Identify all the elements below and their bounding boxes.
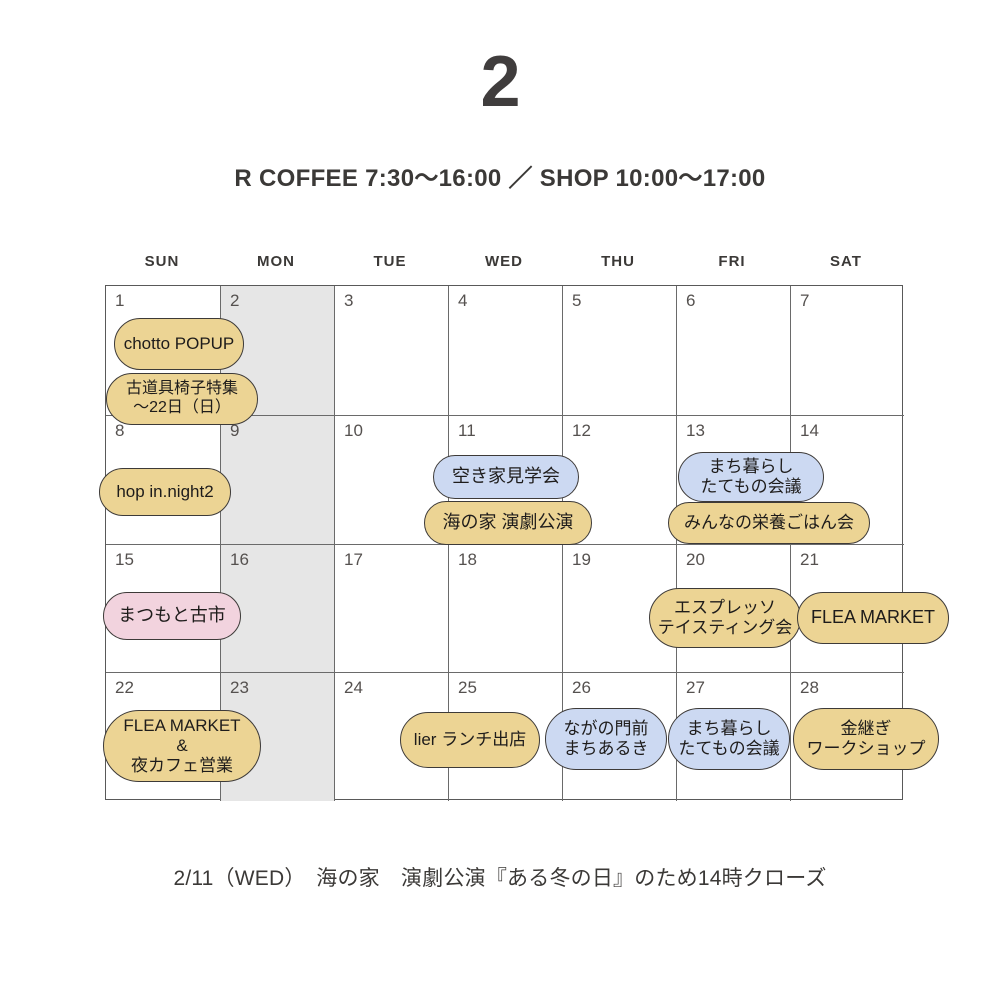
event-pill[interactable]: みんなの栄養ごはん会 <box>668 502 870 544</box>
event-pill[interactable]: エスプレッソ テイスティング会 <box>649 588 801 648</box>
weekday-label-wed: WED <box>485 253 523 270</box>
day-number: 25 <box>458 678 477 698</box>
day-number: 18 <box>458 549 477 569</box>
day-number: 17 <box>344 549 363 569</box>
day-cell[interactable]: 5 <box>562 286 676 415</box>
weekday-header-row: SUN MON TUE WED THU FRI SAT <box>105 253 903 270</box>
day-cell[interactable]: 17 <box>334 544 448 673</box>
day-cell[interactable]: 18 <box>448 544 562 673</box>
day-cell[interactable]: 4 <box>448 286 562 415</box>
event-pill[interactable]: まち暮らし たてもの会議 <box>668 708 790 770</box>
day-number: 10 <box>344 420 363 440</box>
day-number: 20 <box>686 549 705 569</box>
day-number: 26 <box>572 678 591 698</box>
day-cell[interactable]: 22 <box>106 673 220 801</box>
event-pill[interactable]: 海の家 演劇公演 <box>424 501 592 545</box>
day-cell[interactable]: 7 <box>790 286 904 415</box>
weekday-label-thu: THU <box>601 253 635 270</box>
weekday-label-mon: MON <box>257 253 295 270</box>
weekday-label-fri: FRI <box>718 253 746 270</box>
weekday-label-tue: TUE <box>373 253 407 270</box>
day-number: 15 <box>115 549 134 569</box>
day-number: 8 <box>115 420 125 440</box>
day-number: 22 <box>115 678 134 698</box>
day-number: 3 <box>344 291 354 310</box>
weekday-label-sun: SUN <box>144 253 180 270</box>
day-cell[interactable]: 6 <box>676 286 790 415</box>
day-cell[interactable]: 15 <box>106 545 220 673</box>
day-number: 5 <box>572 291 582 310</box>
day-cell[interactable]: 8 <box>106 416 220 544</box>
day-cell[interactable]: 28 <box>790 673 904 801</box>
day-number: 23 <box>230 678 249 698</box>
day-number: 12 <box>572 420 591 440</box>
day-number: 21 <box>800 549 819 569</box>
day-number: 16 <box>230 549 249 569</box>
day-number: 7 <box>800 291 810 310</box>
day-cell[interactable]: 9 <box>220 415 334 544</box>
day-number: 28 <box>800 678 819 698</box>
day-number: 2 <box>230 291 240 310</box>
event-pill[interactable]: まつもと古市 <box>103 592 241 640</box>
footer-note: 2/11（WED） 海の家 演劇公演『ある冬の日』のため14時クローズ <box>173 867 827 890</box>
event-pill[interactable]: 空き家見学会 <box>433 455 579 499</box>
event-pill[interactable]: まち暮らし たてもの会議 <box>678 452 824 502</box>
event-pill[interactable]: hop in.night2 <box>99 468 231 516</box>
event-pill[interactable]: chotto POPUP <box>114 318 244 370</box>
day-number: 13 <box>686 420 705 440</box>
event-pill[interactable]: lier ランチ出店 <box>400 712 540 768</box>
day-number: 1 <box>115 291 125 310</box>
day-number: 24 <box>344 678 363 698</box>
day-number: 27 <box>686 678 705 698</box>
opening-hours-line: R COFFEE 7:30〜16:00 ／ SHOP 10:00〜17:00 <box>234 165 766 192</box>
calendar-week-row: 22 23 24 25 26 27 28 <box>106 672 904 801</box>
event-pill[interactable]: FLEA MARKET & 夜カフェ営業 <box>103 710 261 782</box>
month-number: 2 <box>480 42 520 122</box>
weekday-label-sat: SAT <box>830 253 862 270</box>
day-number: 6 <box>686 291 696 310</box>
day-cell[interactable]: 13 <box>676 415 790 544</box>
event-pill[interactable]: ながの門前 まちあるき <box>545 708 667 770</box>
day-number: 9 <box>230 420 240 440</box>
day-cell[interactable]: 24 <box>334 673 448 801</box>
event-pill[interactable]: FLEA MARKET <box>797 592 949 644</box>
day-number: 14 <box>800 420 819 440</box>
day-cell[interactable]: 19 <box>562 544 676 673</box>
day-cell[interactable]: 1 <box>106 286 220 415</box>
day-number: 11 <box>458 420 476 440</box>
day-number: 19 <box>572 549 591 569</box>
day-cell[interactable]: 3 <box>334 286 448 415</box>
event-pill[interactable]: 古道具椅子特集 〜22日（日） <box>106 373 258 425</box>
day-cell[interactable]: 10 <box>334 415 448 544</box>
event-pill[interactable]: 金継ぎ ワークショップ <box>793 708 939 770</box>
day-number: 4 <box>458 291 468 310</box>
